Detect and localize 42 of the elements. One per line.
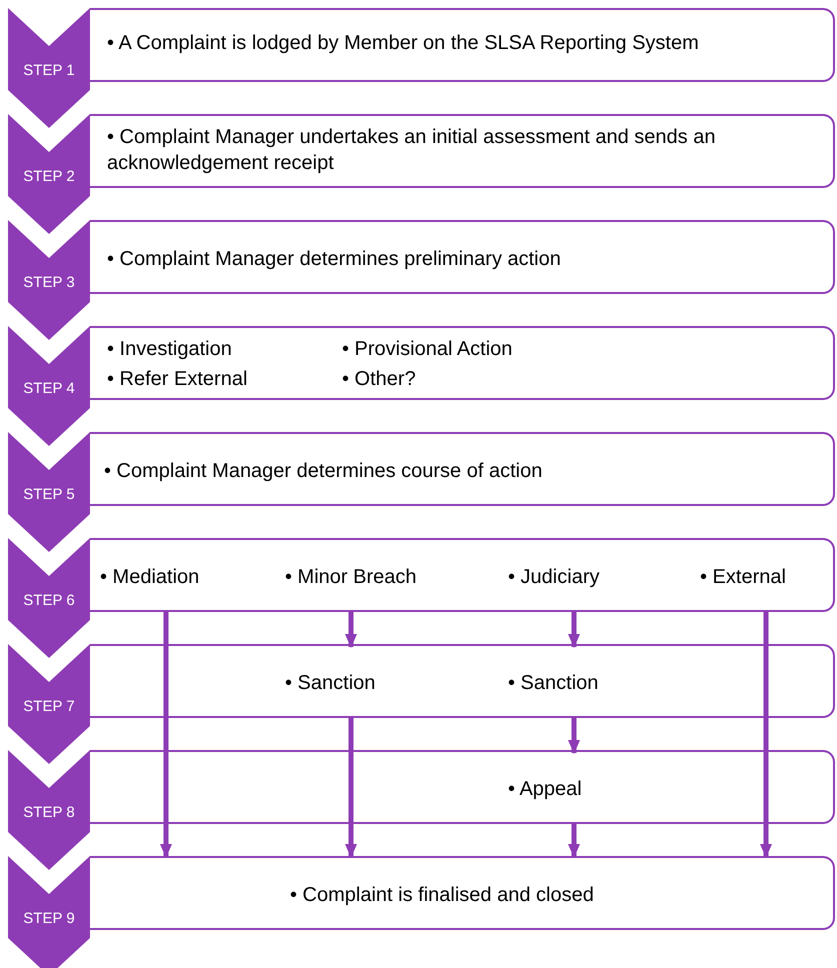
- arrow: [568, 822, 580, 858]
- arrow: [760, 610, 772, 858]
- step-box: [90, 326, 835, 400]
- list-item-text: • Sanction: [285, 671, 376, 696]
- list-item-text: • Minor Breach: [285, 565, 416, 590]
- step-label: STEP 7: [22, 698, 76, 715]
- step-label: STEP 3: [22, 274, 76, 291]
- step-label: STEP 6: [22, 592, 76, 609]
- step-box: [90, 750, 835, 824]
- arrow: [345, 610, 357, 648]
- step-label: STEP 5: [22, 486, 76, 503]
- step-label: STEP 2: [22, 168, 76, 185]
- step-text: • Provisional Action: [342, 337, 512, 362]
- step-label: STEP 8: [22, 804, 76, 821]
- step-box: [90, 432, 835, 506]
- list-item-text: • Judiciary: [508, 565, 600, 590]
- step-text: • Complaint Manager undertakes an initial assessment and sends an acknowledgement receipt: [107, 125, 716, 176]
- step-box: [90, 538, 835, 612]
- list-item-text: • Mediation: [100, 565, 200, 590]
- step-tab: [8, 856, 90, 968]
- step-text: • Complaint is finalised and closed: [290, 883, 594, 908]
- step-text: • Refer External: [107, 367, 248, 392]
- step-box: [90, 644, 835, 718]
- arrow: [568, 610, 580, 648]
- step-label: STEP 9: [22, 910, 76, 927]
- step-text: • Complaint Manager determines course of action: [104, 459, 542, 484]
- arrow: [160, 610, 172, 858]
- step-label: STEP 1: [22, 62, 76, 79]
- arrow: [568, 716, 580, 754]
- step-box: [90, 856, 835, 930]
- step-box: [90, 114, 835, 188]
- step-text: • Other?: [342, 367, 416, 392]
- arrow: [345, 716, 357, 858]
- list-item-text: • Appeal: [508, 777, 582, 802]
- step-text: • Investigation: [107, 337, 232, 362]
- step-label: STEP 4: [22, 380, 76, 397]
- step-text: • Complaint Manager determines preliminary action: [107, 247, 561, 272]
- list-item-text: • Sanction: [508, 671, 598, 696]
- list-item-text: • External: [700, 565, 786, 590]
- step-box: [90, 8, 835, 82]
- step-text: • A Complaint is lodged by Member on the SLSA Reporting System: [107, 31, 699, 56]
- step-box: [90, 220, 835, 294]
